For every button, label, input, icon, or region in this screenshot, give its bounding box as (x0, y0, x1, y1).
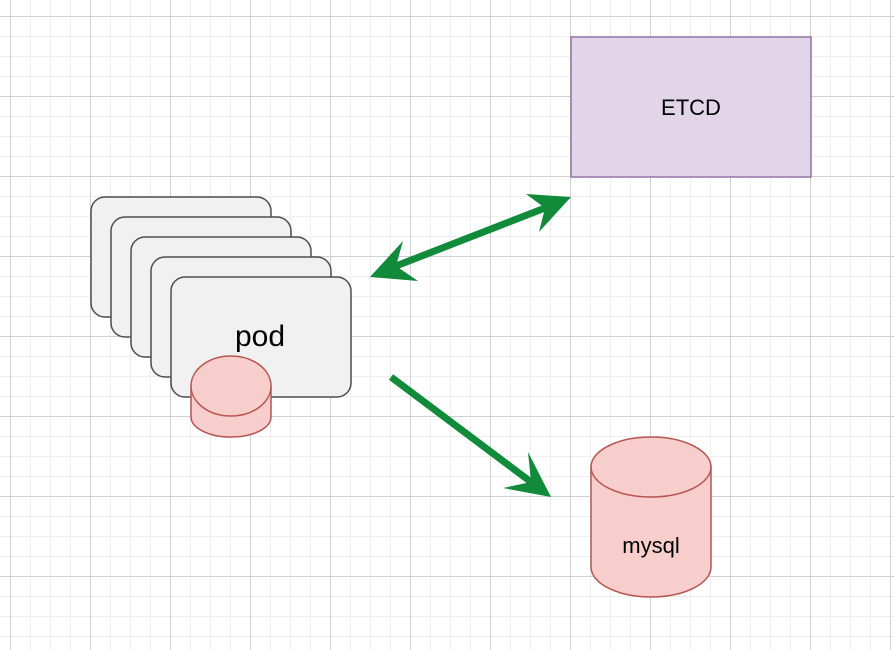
pod-label: pod (235, 320, 285, 353)
mysql-node[interactable]: mysql (590, 436, 712, 598)
mysql-arrowhead (503, 452, 551, 497)
mysql-body (590, 466, 712, 598)
etcd-arrowhead (526, 194, 571, 232)
pod-mysql-arrow-line (388, 374, 534, 485)
mysql-label: mysql (622, 533, 679, 558)
pod-arrowhead (370, 241, 418, 281)
etcd-label: ETCD (661, 95, 721, 120)
pod-etcd-arrow[interactable] (370, 194, 571, 281)
etcd-node[interactable]: ETCD (570, 36, 812, 178)
mysql-top (590, 436, 712, 498)
pod-storage-top (190, 355, 272, 417)
pod-storage-cylinder[interactable] (190, 355, 272, 438)
pod-etcd-arrow-line (394, 204, 547, 270)
pod-mysql-arrow[interactable] (388, 374, 551, 497)
etcd-box (570, 36, 812, 178)
